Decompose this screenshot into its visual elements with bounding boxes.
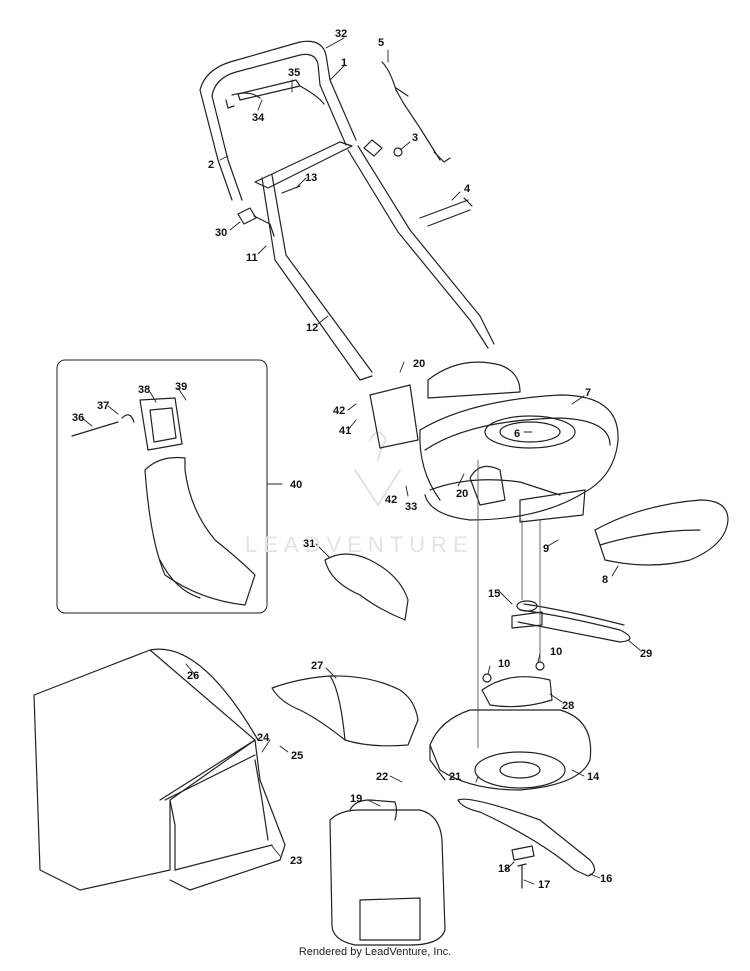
- callout-16: 16: [600, 873, 612, 885]
- callout-28: 28: [562, 700, 574, 712]
- callout-26: 26: [187, 670, 199, 682]
- bolts-4: [419, 197, 473, 227]
- callout-13: 13: [305, 172, 317, 184]
- callout-labels: 32 5 1 35 34 3 2 13 4 30 11 12 20 38 39 …: [72, 28, 652, 891]
- callout-21: 21: [449, 771, 461, 783]
- guide-lines: [477, 459, 541, 749]
- callout-3: 3: [412, 132, 418, 144]
- watermark-text: LEADVENTURE: [245, 532, 474, 557]
- callout-10b: 10: [550, 646, 562, 658]
- callout-2: 2: [208, 159, 214, 171]
- callout-41: 41: [339, 425, 351, 437]
- lower-handle: [253, 141, 495, 381]
- callout-39: 39: [175, 381, 187, 393]
- mulch-plug-31: [324, 553, 409, 621]
- callout-38: 38: [138, 384, 150, 396]
- callout-20b: 20: [456, 488, 468, 500]
- callout-4: 4: [464, 183, 471, 195]
- callout-5: 5: [378, 37, 384, 49]
- callout-29: 29: [640, 648, 652, 660]
- callout-1: 1: [341, 57, 347, 69]
- side-discharge-door: [594, 499, 729, 566]
- callout-37: 37: [97, 400, 109, 412]
- callout-27: 27: [311, 660, 323, 672]
- callout-40: 40: [290, 479, 302, 491]
- callout-34: 34: [252, 112, 265, 124]
- discharge-chute: [271, 675, 419, 747]
- washer-3: [363, 139, 403, 157]
- callout-42b: 42: [385, 494, 397, 506]
- callout-7: 7: [585, 387, 591, 399]
- callout-25: 25: [291, 750, 303, 762]
- callout-32: 32: [335, 28, 347, 40]
- callout-33: 33: [405, 501, 417, 513]
- footer-credit: Rendered by LeadVenture, Inc.: [298, 946, 452, 958]
- callout-42a: 42: [333, 405, 345, 417]
- callout-10a: 10: [498, 658, 510, 670]
- callout-15: 15: [488, 588, 500, 600]
- callout-30: 30: [215, 227, 227, 239]
- bolt-17: [517, 863, 527, 889]
- blade-adapter-18: [511, 845, 535, 861]
- baffle: [429, 709, 592, 791]
- callout-11: 11: [246, 252, 258, 264]
- callout-18: 18: [498, 863, 510, 875]
- watermark-logo: [354, 431, 401, 506]
- grass-bag: [33, 648, 286, 891]
- callout-36: 36: [72, 412, 84, 424]
- callout-22: 22: [376, 771, 388, 783]
- callout-20a: 20: [413, 358, 425, 370]
- callout-8: 8: [602, 574, 608, 586]
- callout-23: 23: [290, 855, 302, 867]
- callout-24: 24: [257, 732, 270, 744]
- drive-belt: [517, 603, 631, 643]
- cable-assembly: [381, 61, 451, 163]
- callout-12: 12: [306, 322, 318, 334]
- mulch-plug-inset: [56, 359, 268, 614]
- callout-14: 14: [587, 771, 600, 783]
- knob-30: [237, 207, 257, 225]
- bag-frame: [164, 754, 273, 871]
- callout-19: 19: [350, 793, 362, 805]
- callout-9: 9: [543, 543, 549, 555]
- callout-31: 31: [303, 538, 315, 550]
- deck: [369, 361, 619, 523]
- leader-lines: [81, 37, 641, 885]
- callout-17: 17: [538, 879, 550, 891]
- upper-handle: [199, 40, 357, 201]
- control-bail: [237, 79, 325, 105]
- blade: [457, 798, 596, 877]
- callout-35: 35: [288, 67, 300, 79]
- transmission: [481, 661, 553, 708]
- pulley: [511, 600, 543, 629]
- rear-discharge-bag: [329, 799, 446, 946]
- callout-6: 6: [514, 428, 520, 440]
